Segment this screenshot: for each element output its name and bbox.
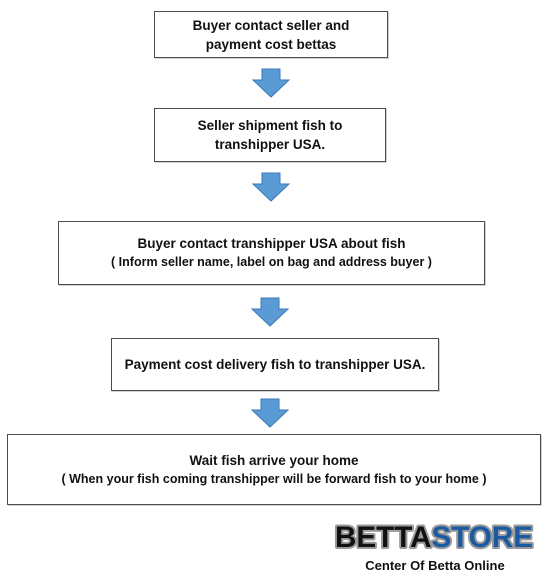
logo-part1: BETTA	[335, 521, 432, 554]
step-3-note: ( Inform seller name, label on bag and a…	[111, 255, 432, 269]
flow-step-2: Seller shipment fish to transhipper USA.	[154, 108, 386, 162]
down-arrow-icon	[251, 398, 289, 428]
step-3-line-1: Buyer contact transhipper USA about fish	[137, 236, 406, 251]
step-4-line-1: Payment cost delivery fish to transhippe…	[124, 357, 426, 372]
logo-shadow-part2: STORE	[432, 521, 533, 554]
flow-step-4: Payment cost delivery fish to transhippe…	[111, 338, 439, 391]
step-2-line-2: transhipper USA.	[214, 137, 326, 152]
flow-step-3: Buyer contact transhipper USA about fish…	[58, 221, 485, 285]
logo-shadow-part1: BETTA	[335, 521, 432, 554]
step-5-line-1: Wait fish arrive your home	[189, 452, 359, 468]
step-1-line-1: Buyer contact seller and	[192, 17, 350, 33]
logo-tagline: Center Of Betta Online	[365, 558, 505, 573]
logo-part2: STORE	[432, 521, 533, 554]
step-2-line-1: Seller shipment fish to	[197, 118, 343, 133]
svg-text:BETTASTORE: BETTASTORE	[335, 521, 533, 554]
svg-text:BETTASTORE: BETTASTORE	[335, 521, 533, 554]
bettastore-logo: BETTASTORE BETTASTORE	[333, 519, 535, 554]
down-arrow-icon	[251, 297, 289, 327]
step-5-note: ( When your fish coming transhipper will…	[61, 471, 487, 486]
step-1-line-2: payment cost bettas	[205, 36, 337, 52]
flow-step-5: Wait fish arrive your home ( When your f…	[7, 434, 541, 505]
down-arrow-icon	[252, 172, 290, 202]
down-arrow-icon	[252, 68, 290, 98]
flow-step-1: Buyer contact seller and payment cost be…	[154, 11, 388, 58]
